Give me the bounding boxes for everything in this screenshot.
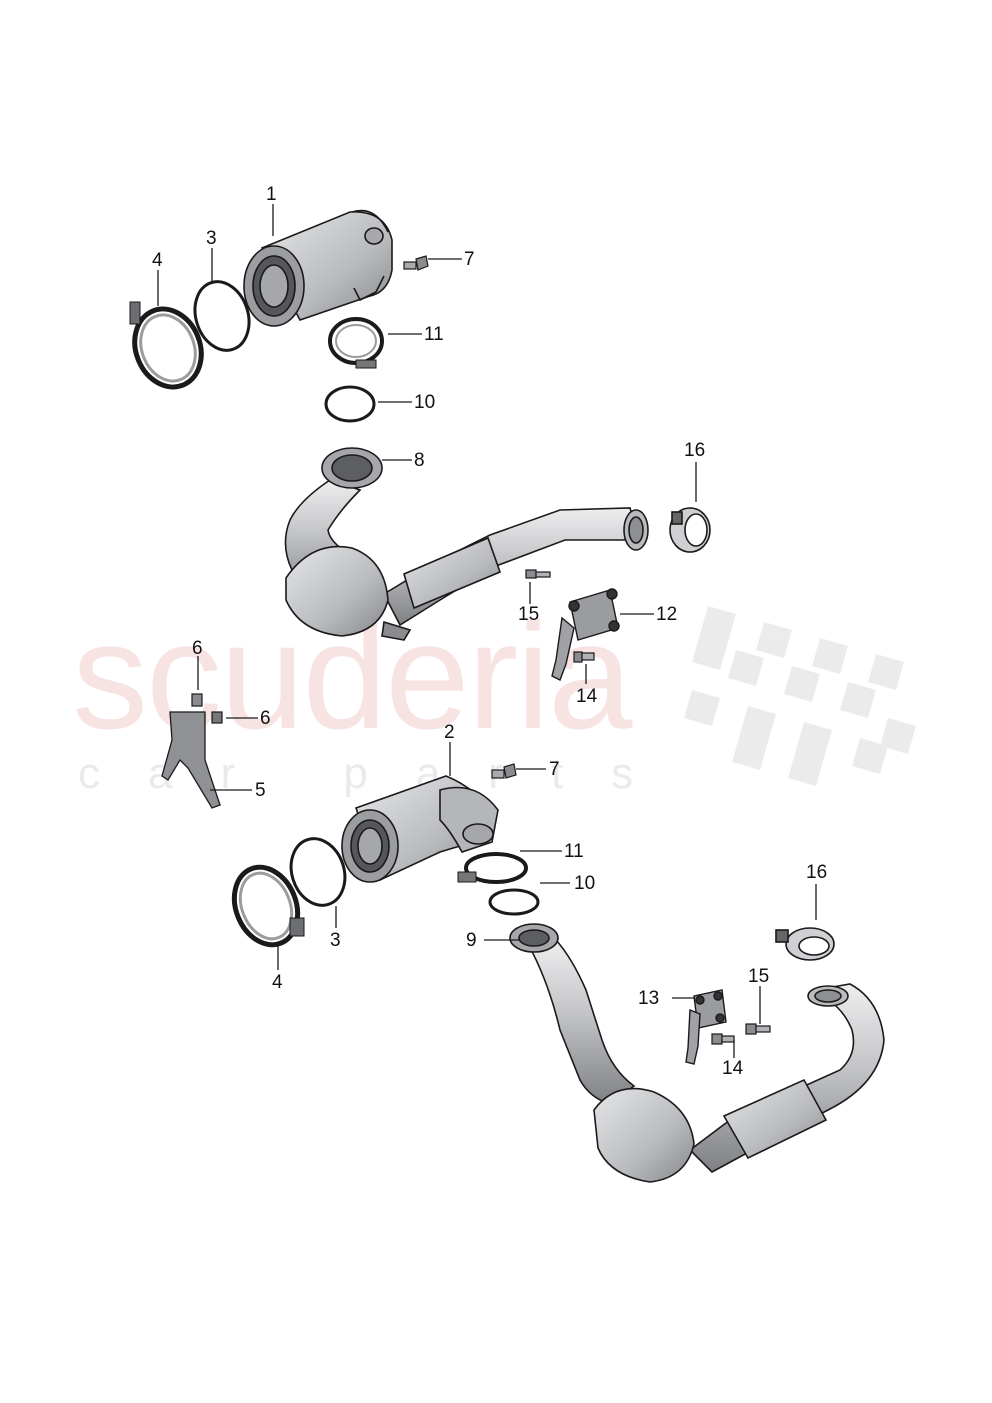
clamp-part-11-lower <box>457 852 528 884</box>
gasket-part-3-upper <box>193 280 251 352</box>
leader-lines <box>157 204 817 1058</box>
label-5: 5 <box>255 780 266 801</box>
front-pipe-part-8 <box>284 447 649 641</box>
bolt-part-15-lower <box>745 1023 771 1035</box>
label-4-lower: 4 <box>272 972 283 993</box>
bolt-part-7-lower <box>491 763 517 779</box>
bolt-part-14-upper <box>573 651 595 663</box>
label-8: 8 <box>414 450 425 471</box>
bracket-part-5 <box>161 711 221 809</box>
clamp-part-4-upper <box>129 301 204 390</box>
clamp-part-16-lower <box>775 927 835 961</box>
label-11-upper: 11 <box>424 324 444 345</box>
bracket-part-13 <box>685 989 727 1065</box>
label-15-lower: 15 <box>748 966 769 987</box>
label-1: 1 <box>266 184 277 205</box>
bolt-part-15-upper <box>525 569 551 579</box>
clamp-part-16-upper <box>669 507 711 553</box>
label-3-upper: 3 <box>206 228 217 249</box>
catalytic-converter-part-2 <box>341 775 499 883</box>
label-14-upper: 14 <box>576 686 598 707</box>
label-12: 12 <box>656 604 677 625</box>
label-6-top: 6 <box>192 638 203 659</box>
bracket-part-12 <box>551 588 620 681</box>
label-7-upper: 7 <box>464 249 475 270</box>
catalytic-converter-part-1 <box>243 209 393 327</box>
label-13: 13 <box>638 988 659 1009</box>
label-11-lower: 11 <box>564 841 584 862</box>
clamp-part-4-lower <box>231 864 305 948</box>
label-6-right: 6 <box>260 708 271 729</box>
label-16-lower: 16 <box>806 862 827 883</box>
ring-part-10-upper <box>324 385 376 423</box>
checkered-flag-watermark <box>684 606 916 786</box>
clamp-part-11-upper <box>328 317 384 369</box>
gasket-part-3-lower <box>289 837 347 907</box>
ring-part-10-lower <box>488 888 540 916</box>
bolt-part-7-upper <box>403 255 429 271</box>
front-pipe-part-9 <box>509 923 885 1183</box>
label-2: 2 <box>444 722 455 743</box>
label-10-lower: 10 <box>574 873 595 894</box>
label-14-lower: 14 <box>722 1058 744 1079</box>
nut-part-6 <box>191 693 223 724</box>
bolt-part-14-lower <box>711 1033 735 1045</box>
label-3-lower: 3 <box>330 930 341 951</box>
label-16-upper: 16 <box>684 440 705 461</box>
label-9: 9 <box>466 930 477 951</box>
label-7-lower: 7 <box>549 759 560 780</box>
label-10-upper: 10 <box>414 392 435 413</box>
label-4-upper: 4 <box>152 250 163 271</box>
label-15-upper: 15 <box>518 604 539 625</box>
